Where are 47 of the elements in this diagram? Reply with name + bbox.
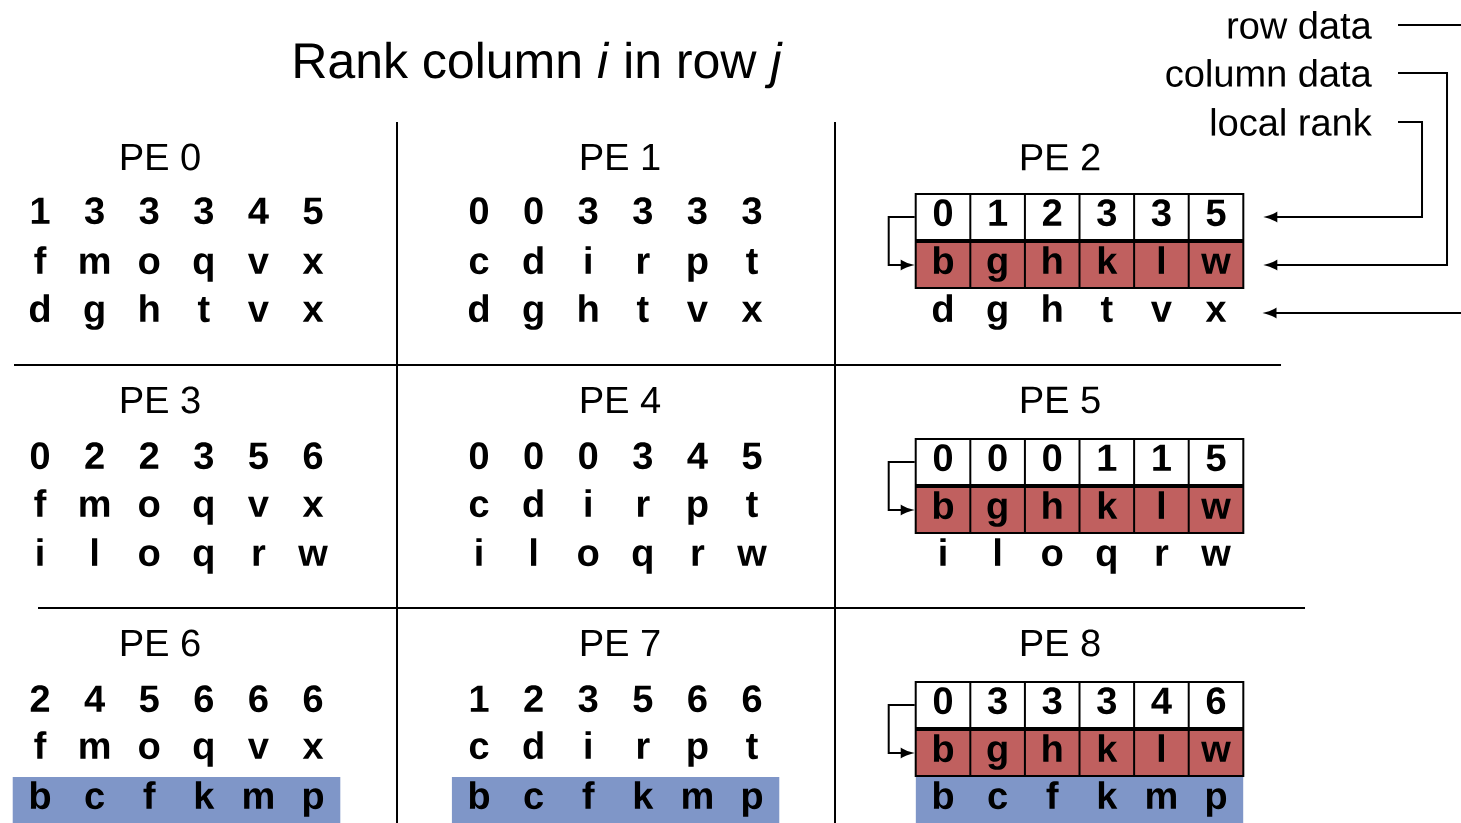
leader-label: column data <box>1166 59 1372 87</box>
panel-heading: PE 0 <box>121 143 200 171</box>
panel-heading: PE 3 <box>121 386 200 414</box>
value-row: i l o q r w <box>37 538 328 574</box>
value-row: 0 2 2 3 5 6 <box>30 442 323 470</box>
highlighted-row: b g h k l w <box>914 241 1245 289</box>
value-row: 1 3 3 3 4 5 <box>31 197 323 225</box>
value-row: f m o q v x <box>34 246 324 282</box>
value-row: f m o q v x <box>34 731 324 767</box>
value-row: d g h t v x <box>29 294 324 330</box>
highlighted-row: b g h k l w <box>914 486 1245 534</box>
leader-arrow <box>1266 121 1423 222</box>
leader-label: local rank <box>1211 108 1372 136</box>
leader-arrow <box>1265 308 1461 318</box>
value-row: c d i r p t <box>469 246 758 282</box>
loop-arrow <box>887 461 916 515</box>
loop-arrow <box>887 216 916 270</box>
panel-heading: PE 8 <box>1021 629 1100 657</box>
value-row: f m o q v x <box>34 489 324 525</box>
value-row: 2 4 5 6 6 6 <box>30 685 323 713</box>
panel-heading: PE 7 <box>581 629 660 657</box>
boxed-row: 0 1 2 3 3 5 <box>914 193 1245 241</box>
boxed-row: 0 0 0 1 1 5 <box>914 438 1245 486</box>
leader-arrow <box>1266 72 1448 270</box>
value-row: d g h t v x <box>932 294 1227 330</box>
panel-heading: PE 5 <box>1021 386 1100 414</box>
leader-label: row data <box>1228 11 1372 39</box>
highlighted-row: b g h k l w <box>914 729 1245 777</box>
panel-heading: PE 2 <box>1021 143 1100 171</box>
value-row: 0 0 0 3 4 5 <box>469 442 762 470</box>
highlighted-band: b c f k m p <box>12 777 341 823</box>
value-row: 0 0 3 3 3 3 <box>469 197 762 225</box>
panel-heading: PE 6 <box>121 629 200 657</box>
highlighted-band: b c f k m p <box>915 777 1244 823</box>
value-row: i l o q r w <box>476 538 767 574</box>
value-row: c d i r p t <box>469 489 758 525</box>
value-row: d g h t v x <box>468 294 763 330</box>
loop-arrow <box>887 704 916 758</box>
title: Rank column i in row j <box>295 41 783 89</box>
panel-heading: PE 1 <box>581 143 660 171</box>
leader-line <box>1397 24 1461 26</box>
boxed-row: 0 3 3 3 4 6 <box>914 681 1245 729</box>
value-row: i l o q r w <box>940 538 1231 574</box>
value-row: c d i r p t <box>469 731 758 767</box>
value-row: 1 2 3 5 6 6 <box>470 685 762 713</box>
panel-heading: PE 4 <box>581 386 661 414</box>
highlighted-band: b c f k m p <box>451 777 780 823</box>
